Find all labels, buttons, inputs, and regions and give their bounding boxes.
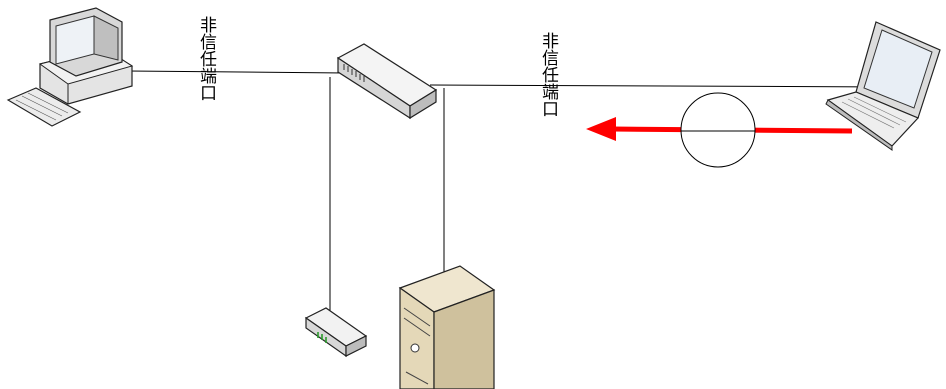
packet-circle xyxy=(680,92,756,168)
traffic-flow-arrow xyxy=(586,92,853,168)
link-desktop-switch xyxy=(127,70,346,74)
right-port-label: 非信任端口 xyxy=(538,32,559,117)
left-port-label: 非信任端口 xyxy=(196,16,217,101)
network-switch-icon xyxy=(336,43,438,120)
desktop-computer-icon xyxy=(6,7,134,127)
laptop-icon xyxy=(825,21,941,151)
router-icon xyxy=(304,307,368,358)
tower-server-icon xyxy=(398,265,496,389)
arrow-head-icon xyxy=(586,117,616,141)
connection-lines xyxy=(127,70,901,325)
link-switch-laptop xyxy=(429,84,901,88)
